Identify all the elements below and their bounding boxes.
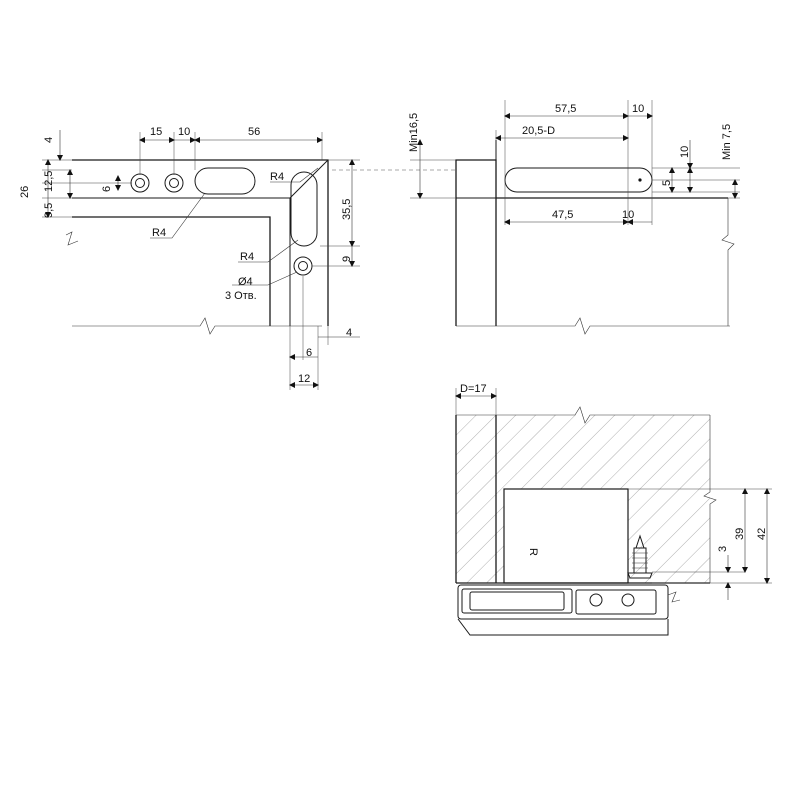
label-hole-diameter: Ø4	[238, 276, 253, 288]
dim-4: 4	[43, 137, 55, 143]
side-plate-outline	[455, 159, 497, 326]
section-view: D=17 42 39 3 R	[455, 383, 772, 636]
dim-26: 26	[19, 186, 31, 198]
side-view-dimensions: 57,5 10 20,5-D 47,5 10 10 5 Min16,5 Min …	[408, 103, 733, 221]
pocket	[503, 488, 629, 584]
dim-min-16-5: Min16,5	[408, 113, 420, 152]
dim-57-5: 57,5	[555, 103, 576, 115]
slot-horizontal	[194, 167, 256, 195]
break-line-bottom	[72, 317, 322, 335]
dim-5: 5	[661, 180, 673, 186]
side-break-bottom	[456, 317, 730, 335]
dim-12-5: 12,5	[43, 171, 55, 192]
front-view-dimensions: 15 10 56 4 26 12,5 9,5 6 35,5 9 4 6 12 R…	[19, 126, 353, 385]
dim-9-5: 9,5	[43, 203, 55, 218]
label-r4-bottom: R4	[240, 251, 254, 263]
dim-35-5: 35,5	[341, 199, 353, 220]
label-r4-top: R4	[270, 171, 284, 183]
break-line-left	[65, 231, 79, 246]
label-holes-count: 3 Отв.	[225, 290, 257, 302]
dim-10: 10	[178, 126, 190, 138]
label-r-mark: R	[527, 548, 539, 556]
dim-47-5: 47,5	[552, 209, 573, 221]
side-slot	[504, 167, 653, 193]
dim-12: 12	[298, 373, 310, 385]
side-view: 57,5 10 20,5-D 47,5 10 10 5 Min16,5 Min …	[332, 100, 740, 335]
hinge-body	[457, 584, 681, 636]
dim-15: 15	[150, 126, 162, 138]
screw	[627, 534, 653, 579]
dim-9: 9	[341, 256, 353, 262]
hole-1	[130, 173, 150, 193]
dim-10-vertical: 10	[679, 146, 691, 158]
dim-10-bottom: 10	[622, 209, 634, 221]
plate-inner-edge	[72, 159, 329, 326]
slot-vertical	[290, 171, 318, 247]
label-r4-left: R4	[152, 227, 166, 239]
front-view: 15 10 56 4 26 12,5 9,5 6 35,5 9 4 6 12 R…	[19, 126, 360, 390]
dim-20-5-d: 20,5-D	[522, 125, 555, 137]
section-view-dimensions: D=17 42 39 3 R	[460, 383, 768, 556]
dim-6-bottom: 6	[306, 347, 312, 359]
dim-3: 3	[717, 546, 729, 552]
dim-min-7-5: Min 7,5	[721, 124, 733, 160]
dim-10-top: 10	[632, 103, 644, 115]
dim-56: 56	[248, 126, 260, 138]
dim-6: 6	[101, 186, 113, 192]
dim-42: 42	[756, 528, 768, 540]
dim-4-bottom: 4	[346, 327, 352, 339]
hole-2	[164, 173, 184, 193]
side-break-right	[721, 198, 735, 326]
dim-d-17: D=17	[460, 383, 487, 395]
dim-39: 39	[734, 528, 746, 540]
